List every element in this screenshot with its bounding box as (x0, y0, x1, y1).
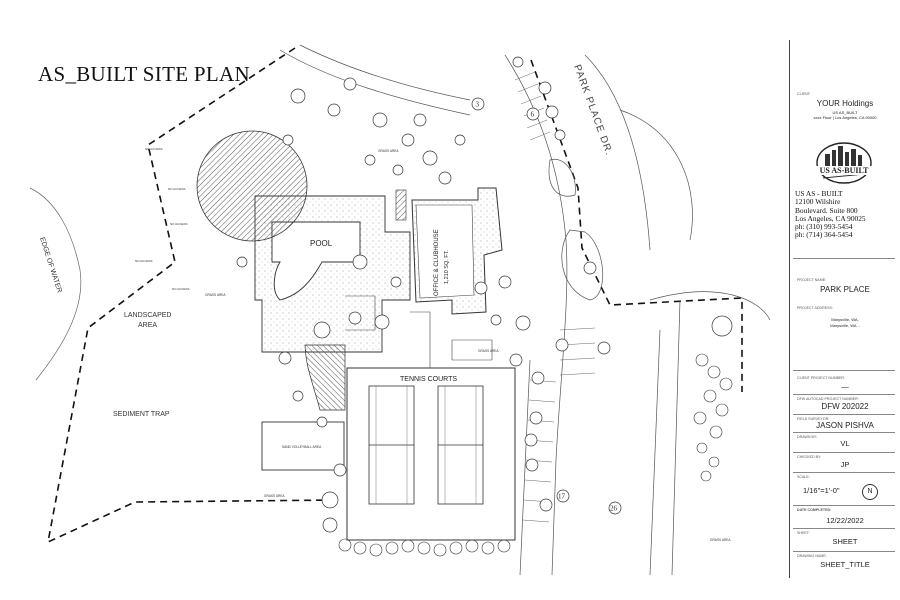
east-road-2 (649, 329, 661, 576)
scale-value: 1/16"=1'-0" (803, 486, 840, 495)
no-access-label-4: NO ACCESS (135, 259, 153, 263)
title-block (789, 40, 900, 578)
project-number-label: DFW AUTOCAD PROJECT NUMBER: (797, 397, 859, 401)
sheet-label: SHEET: (797, 531, 810, 535)
no-access-label-3: NO ACCESS (170, 222, 188, 226)
drawn-by: VL (840, 439, 850, 448)
client-name: YOUR Holdings (816, 99, 874, 108)
hatched-lawn-strip (304, 344, 346, 411)
company-phone-2: ph: (714) 364-5454 (795, 230, 853, 240)
plan-title: AS_BUILT SITE PLAN (38, 62, 250, 86)
edge-of-water-label: EDGE OF WATER (38, 236, 63, 293)
company-city: Los Angeles, CA 90025 (795, 213, 866, 223)
company-suite: Boulevard. Suite 800 (795, 205, 858, 215)
no-access-label-1: NO ACCESS (145, 147, 163, 151)
grass-label-1: GRASS AREA (205, 293, 226, 297)
road-north-edge2 (299, 44, 471, 101)
grass-label-4: GRASS AREA (710, 538, 731, 542)
project-address-2: Marysville, WA .. (830, 323, 860, 328)
tennis-courts (346, 367, 516, 541)
sheet-value: SHEET (832, 537, 858, 546)
pool-label: POOL (310, 239, 333, 248)
property-boundary-east (530, 59, 743, 392)
company-address: US AS - BUILT 12100 Wilshire Boulevard. … (795, 189, 895, 240)
company-street: 12100 Wilshire (795, 197, 841, 207)
hatched-lawn-circle (196, 130, 308, 242)
edge-of-water-line (29, 187, 82, 381)
logo-text: US AS-BUILT (813, 166, 875, 175)
client-project-number-label: CLIENT PROJECT NUMBER: (797, 376, 845, 380)
north-arrow-icon: N (862, 484, 878, 500)
project-name: PARK PLACE (820, 285, 870, 294)
volleyball-label: SAND VOLLEYBALL AREA (282, 445, 322, 449)
sediment-label: SEDIMENT TRAP (113, 411, 170, 418)
grass-label-5: GRASS AREA (478, 349, 499, 353)
project-number: DFW 202022 (821, 402, 869, 411)
parking-stalls-east (522, 327, 596, 523)
client-line-1: US AS_BUILT (832, 110, 858, 115)
client-line-2: xxxx Floor | Los Angeles, CA 90000 (813, 115, 877, 120)
date-completed: 12/22/2022 (826, 516, 864, 525)
no-access-label-2: NO ACCESS (168, 187, 186, 191)
company-name: US AS - BUILT (795, 189, 843, 198)
field-surveyor-label: FIELD SURVEYOR: (797, 417, 830, 421)
park-place-road-4 (519, 359, 531, 576)
office-label: OFFICE & CLUBHOUSE (434, 229, 440, 296)
sand-volleyball-area (261, 421, 345, 471)
drawing-name-label: DRAWING NAME: (797, 554, 827, 558)
parking-number-3: 3 (476, 101, 480, 109)
client-label: CLIENT: (797, 92, 811, 96)
east-road-3 (671, 299, 681, 576)
client-project-number: — (841, 382, 849, 391)
scale-label: SCALE: (797, 475, 810, 479)
parking-number-26: 26 (610, 505, 618, 513)
checked-by-label: CHECKED BY: (797, 455, 822, 459)
parking-island (561, 229, 603, 301)
park-place-road-3 (619, 109, 693, 241)
drawing-name: SHEET_TITLE (820, 560, 870, 569)
drawn-by-label: DRAWN BY: (797, 435, 818, 439)
grass-label-2: GRASS AREA (378, 149, 399, 153)
company-logo (816, 142, 872, 184)
pool (271, 221, 361, 301)
grass-label-3: GRASS AREA (264, 494, 285, 498)
landscaped-label: LANDSCAPED (124, 312, 171, 319)
office-area-label: 1,210 SQ. FT. (444, 250, 450, 284)
project-name-label: PROJECT NAME: (797, 278, 827, 282)
tennis-label: TENNIS COURTS (400, 376, 457, 383)
site-plan-drawing: POOL OFFICE & CLUBHOUSE 1,210 SQ. FT. TE… (29, 44, 771, 576)
parking-stalls-north (514, 71, 551, 141)
park-place-road-2 (584, 54, 651, 251)
east-road (649, 291, 771, 321)
company-phone-1: ph: (310) 993-5454 (795, 222, 853, 232)
project-address-1: Marysville, WA, (831, 317, 859, 322)
no-access-label-5: NO ACCESS (172, 287, 190, 291)
landscaped-label-2: AREA (138, 322, 157, 329)
trees (236, 56, 733, 533)
project-address-label: PROJECT ADDRESS: (797, 306, 833, 310)
road-north-edge (279, 49, 471, 116)
parking-number-6: 6 (531, 111, 535, 119)
parking-number-17: 17 (558, 493, 566, 501)
field-surveyor: JASON PISHVA (816, 421, 874, 430)
checked-by: JP (840, 460, 850, 469)
street-label: PARK PLACE DR. (571, 63, 614, 157)
date-completed-label: DATE COMPLETED: (797, 508, 832, 512)
shrub-clusters (338, 353, 733, 557)
